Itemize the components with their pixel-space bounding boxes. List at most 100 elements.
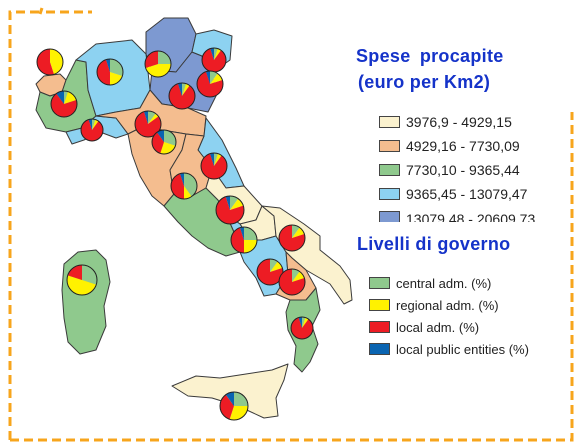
region-pie-chart <box>278 224 306 252</box>
pie-slice <box>215 196 244 225</box>
legend-swatch <box>379 164 400 176</box>
pie-slice <box>105 59 110 72</box>
pie-slice <box>182 83 187 96</box>
level-swatch <box>369 321 390 333</box>
legend-swatch <box>379 140 400 152</box>
legend-title-line1: Spese procapite <box>356 46 504 66</box>
pie-slice <box>201 153 228 180</box>
region-pie-chart <box>96 58 124 86</box>
frame-border <box>8 7 574 442</box>
pie-slice <box>169 83 196 110</box>
level-row: central adm. (%) <box>369 274 491 292</box>
pie-slice <box>210 71 218 84</box>
legend-range-label: 3976,9 - 4929,15 <box>406 114 512 130</box>
level-swatch <box>369 277 390 289</box>
pie-slice <box>179 173 184 186</box>
pie-slice <box>209 153 214 166</box>
pie-slice <box>184 173 198 197</box>
pie-outline <box>200 152 228 180</box>
pie-slice <box>256 259 283 286</box>
level-row: local public entities (%) <box>369 340 529 358</box>
pie-slice <box>278 269 305 296</box>
region-pie-chart <box>196 70 224 98</box>
level-swatch <box>369 343 390 355</box>
pie-slice <box>64 91 69 104</box>
legend-range-label: 4929,16 - 7730,09 <box>406 138 520 154</box>
pie-slice <box>164 130 176 146</box>
legend-swatch <box>379 116 400 128</box>
legend-range-label: 9365,45 - 13079,47 <box>406 186 528 202</box>
pie-slice <box>270 261 283 272</box>
pie-slice <box>214 153 219 166</box>
pie-slice <box>36 48 55 75</box>
region-pie-chart <box>168 82 196 110</box>
region-pie-chart <box>256 258 284 286</box>
pie-slice <box>302 317 306 328</box>
level-row: local adm. (%) <box>369 318 479 336</box>
pie-slice <box>184 186 192 199</box>
pie-slice <box>92 119 96 130</box>
region-pie-chart <box>201 47 227 73</box>
pie-slice <box>292 227 305 238</box>
pie-outline <box>230 226 258 254</box>
pie-slice <box>145 64 171 77</box>
pie-slice <box>50 49 63 75</box>
pie-outline <box>170 172 198 200</box>
region-pie-chart <box>290 316 314 340</box>
pie-slice <box>214 48 222 60</box>
region-pie-chart <box>80 118 104 142</box>
region-pie-chart <box>219 391 249 421</box>
pie-outline <box>151 129 177 155</box>
region-pie-chart <box>278 268 306 296</box>
pie-slice <box>291 317 314 339</box>
pie-slice <box>148 113 159 124</box>
pie-slice <box>148 111 156 124</box>
level-label: local adm. (%) <box>396 319 480 335</box>
pie-outline <box>278 224 306 252</box>
pie-outline <box>80 118 104 142</box>
pie-slice <box>177 83 182 96</box>
pie-slice <box>205 71 210 84</box>
pie-slice <box>278 225 305 252</box>
pie-outline <box>36 48 64 76</box>
pie-slice <box>156 130 164 142</box>
pie-slice <box>145 51 158 69</box>
level-label: regional adm. (%) <box>396 297 499 313</box>
region-pie-chart <box>151 129 177 155</box>
region-pie-chart <box>50 90 78 118</box>
pies-layer <box>36 47 314 421</box>
pie-outline <box>278 268 306 296</box>
level-label: central adm. (%) <box>396 275 492 291</box>
pie-slice <box>298 317 302 328</box>
legend-range-label: 7730,10 - 9365,44 <box>406 162 520 178</box>
legend-swatch <box>379 211 400 222</box>
pie-slice <box>143 111 148 124</box>
pie-slice <box>97 59 110 85</box>
pie-slice <box>152 132 164 154</box>
pie-slice <box>158 51 171 64</box>
pie-slice <box>230 198 244 210</box>
pie-slice <box>231 227 244 253</box>
legend-range-row: 13079,48 - 20609,73 <box>379 211 535 222</box>
region-pie-chart <box>200 152 228 180</box>
pie-slice <box>292 271 305 282</box>
pie-slice <box>110 72 123 85</box>
region-pie-chart <box>66 264 98 296</box>
pie-slice <box>210 48 214 60</box>
pie-outline <box>219 391 249 421</box>
pie-outline <box>144 50 172 78</box>
pie-slice <box>82 265 98 285</box>
pie-slice <box>135 111 162 138</box>
pie-slice <box>244 240 257 253</box>
pie-slice <box>219 394 234 420</box>
levels-title: Livelli di governo <box>357 234 511 254</box>
pie-slice <box>88 119 92 130</box>
pie-slice <box>292 269 300 282</box>
pie-slice <box>234 392 248 406</box>
region-pie-chart <box>170 172 198 200</box>
pie-slice <box>229 406 248 420</box>
region-pie-chart <box>134 110 162 138</box>
level-row: regional adm. (%) <box>369 296 499 314</box>
pie-slice <box>56 91 64 104</box>
